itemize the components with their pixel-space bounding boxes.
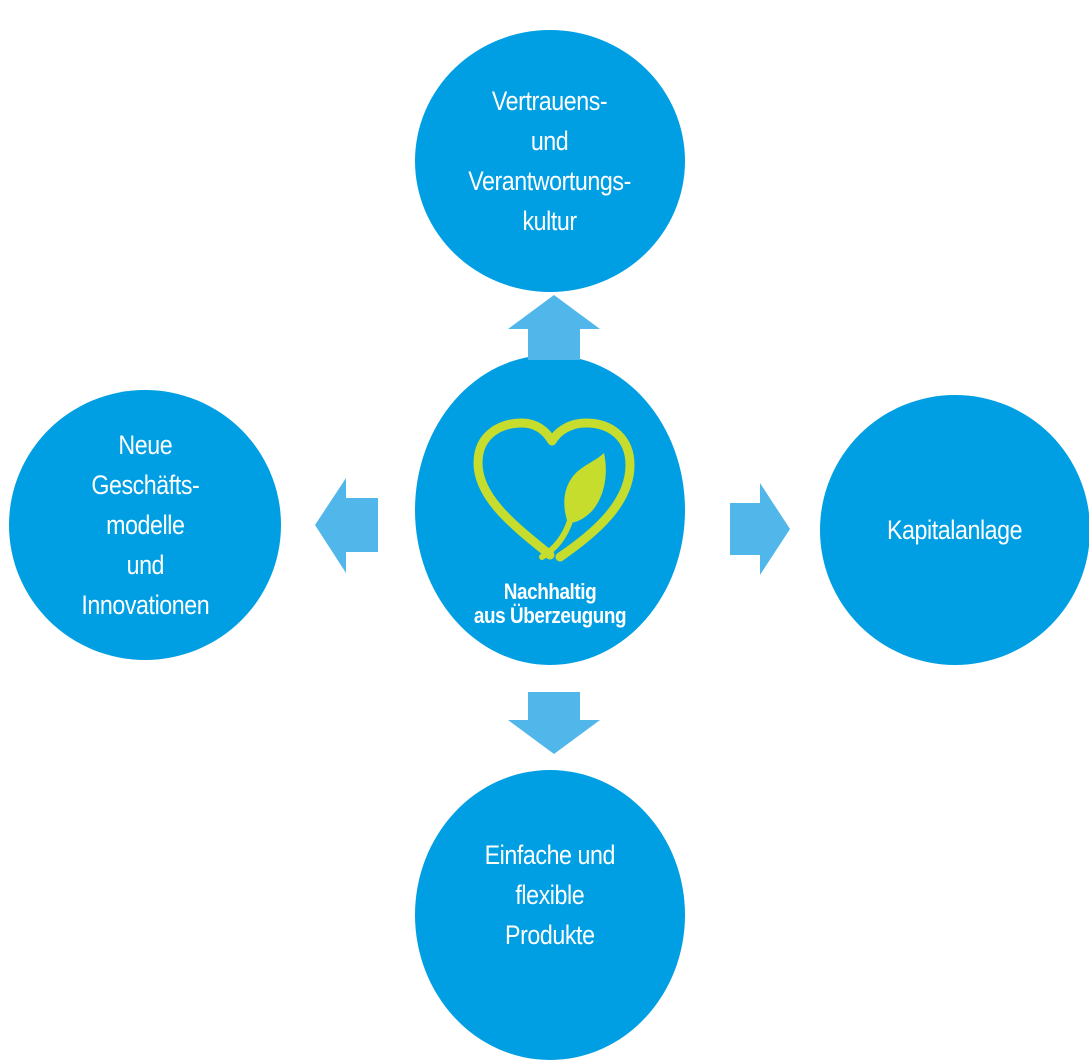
node-top-label: Vertrauens- und Verantwortungs- kultur <box>469 81 632 241</box>
center-caption: Nachhaltig aus Überzeugung <box>415 580 685 628</box>
leaf-shape <box>564 453 606 523</box>
node-bottom-line-2: flexible <box>515 880 585 910</box>
node-top-line-2: und <box>531 126 569 156</box>
node-left-line-2: Geschäfts- <box>91 470 199 500</box>
center-caption-line-2: aus Überzeugung <box>473 603 627 628</box>
node-right-line-1: Kapitalanlage <box>887 515 1023 545</box>
node-bottom-label: Einfache und flexible Produkte <box>484 835 616 955</box>
node-left-line-5: Innovationen <box>81 590 209 620</box>
node-bottom-line-1: Einfache und <box>484 840 616 870</box>
arrow-right-icon <box>730 483 790 575</box>
node-simple-flexible-products: Einfache und flexible Produkte <box>415 770 685 1060</box>
arrow-left-icon <box>315 478 378 573</box>
node-new-business-models: Neue Geschäfts- modelle und Innovationen <box>9 390 281 660</box>
node-left-line-3: modelle <box>105 510 185 540</box>
node-top-line-1: Vertrauens- <box>492 86 608 116</box>
node-left-line-4: und <box>126 550 164 580</box>
arrow-up-icon <box>508 295 600 360</box>
arrow-down-icon <box>508 692 600 754</box>
node-left-label: Neue Geschäfts- modelle und Innovationen <box>81 425 209 625</box>
node-right-label: Kapitalanlage <box>887 510 1023 550</box>
node-top-line-3: Verantwortungs- <box>468 166 632 196</box>
heart-outline <box>473 418 635 562</box>
node-top-line-4: kultur <box>522 206 578 236</box>
node-bottom-line-3: Produkte <box>505 920 595 950</box>
node-left-line-1: Neue <box>118 430 172 460</box>
heart-with-leaf-icon <box>473 418 635 562</box>
leaf-stem <box>539 518 573 560</box>
center-caption-line-1: Nachhaltig <box>503 579 597 604</box>
node-capital-investment: Kapitalanlage <box>820 395 1089 665</box>
center-node <box>415 355 685 665</box>
node-trust-responsibility-culture: Vertrauens- und Verantwortungs- kultur <box>415 30 685 292</box>
